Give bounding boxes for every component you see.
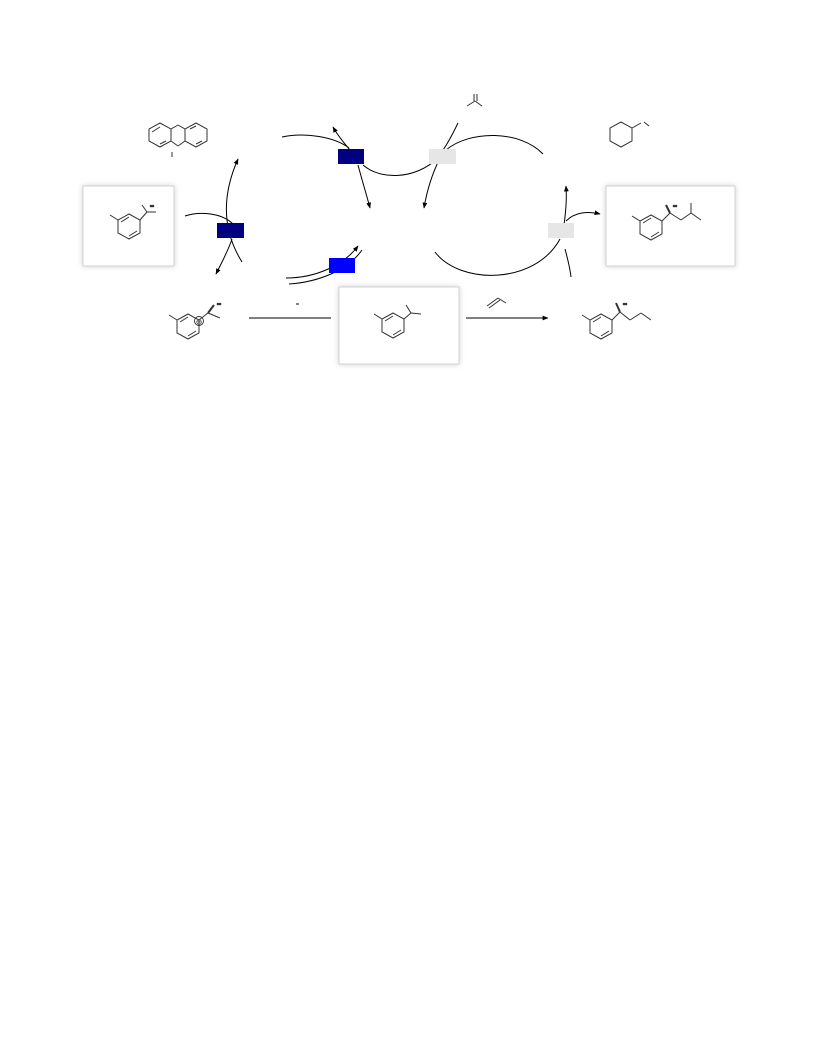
substrate: [373, 304, 422, 339]
cumyl-radical-panel: [82, 185, 175, 267]
ethylene-reagent: [486, 297, 507, 309]
right-cycle-down: [564, 248, 572, 278]
top-left-up: [332, 126, 351, 151]
label-box-right-cycle: [548, 223, 574, 238]
top-right-up: [442, 122, 459, 151]
top-left-arc: [281, 134, 350, 149]
right-cycle-arc: [434, 238, 561, 276]
label-box-center: [329, 258, 355, 273]
extended-product: [631, 203, 702, 241]
cyclohexyl-fragment: [609, 121, 650, 148]
left-cycle-arc-up: [225, 158, 243, 263]
top-right-down: [422, 157, 441, 209]
reaction-arrows: [184, 122, 601, 321]
dibenzo-heterocycle: [148, 122, 208, 157]
right-cycle-branch: [565, 210, 601, 222]
left-cycle-branch: [184, 212, 234, 225]
cumyl-anion: [168, 302, 222, 340]
left-cycle-arc-down: [215, 238, 233, 275]
alkylated-product: [581, 302, 652, 340]
top-left-down: [357, 164, 371, 209]
anion-charge: ⊖: [196, 318, 203, 327]
center-curve-1: [285, 245, 359, 279]
center-curve-2: [288, 249, 363, 285]
substrate-panel: [338, 286, 460, 365]
extended-product-panel: [605, 185, 736, 267]
label-box-left-cycle: [217, 223, 244, 238]
top-connecting-arc: [362, 157, 439, 176]
top-right-arc: [445, 134, 544, 155]
label-box-top-right: [429, 149, 456, 164]
label-box-top-left: [338, 149, 364, 164]
alkene-reagent: [466, 94, 483, 107]
cumyl-radical: [109, 204, 156, 240]
